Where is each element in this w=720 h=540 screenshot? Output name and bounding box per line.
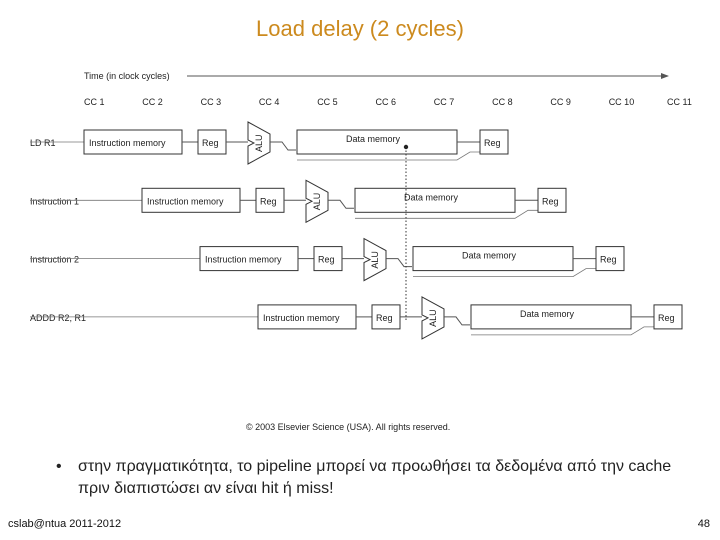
- data-memory-label: Data memory: [346, 134, 401, 144]
- alu-label: ALU: [370, 251, 380, 269]
- bypass-line: [297, 151, 480, 161]
- register-read-label: Reg: [318, 255, 335, 265]
- load-result-dot: [403, 144, 409, 150]
- register-write-label: Reg: [484, 138, 501, 148]
- time-axis-label: Time (in clock cycles): [84, 71, 170, 81]
- pipeline-row: LD R1 Instruction memory Reg ALU Data memory…: [30, 121, 509, 165]
- pipeline-row: Instruction 1 Instruction memory Reg ALU Dat…: [30, 179, 567, 224]
- alu-label: ALU: [254, 134, 264, 152]
- bypass-line: [355, 209, 538, 219]
- cc-label: CC 4: [259, 97, 280, 107]
- alu-label: ALU: [428, 309, 438, 327]
- instruction-memory-label: Instruction memory: [205, 255, 282, 265]
- connector-line: [386, 258, 412, 268]
- pipeline-row: ADDD R2, R1 Instruction memory Reg ALU Data …: [30, 296, 683, 340]
- row-label: LD R1: [30, 138, 56, 148]
- register-write-label: Reg: [600, 255, 617, 265]
- bullet-marker: •: [56, 458, 62, 475]
- alu-shape: [421, 296, 445, 340]
- page-number: 48: [697, 518, 710, 530]
- connector-line: [444, 316, 470, 326]
- cc-label: CC 10: [609, 97, 635, 107]
- alu-shape: [247, 121, 271, 165]
- row-label: Instruction 1: [30, 196, 79, 206]
- data-memory-label: Data memory: [462, 251, 517, 261]
- register-read-label: Reg: [202, 138, 219, 148]
- register-write-box: [537, 187, 567, 213]
- instruction-memory-label: Instruction memory: [147, 196, 224, 206]
- register-write-label: Reg: [542, 196, 559, 206]
- bullet-item: • στην πραγματικότητα, το pipeline μπορε…: [56, 456, 676, 500]
- cc-label: CC 2: [142, 97, 163, 107]
- bypass-line: [471, 326, 654, 336]
- cc-label: CC 9: [550, 97, 571, 107]
- data-memory-box: [412, 246, 574, 272]
- register-write-label: Reg: [658, 313, 675, 323]
- footer-credit: cslab@ntua 2011-2012: [8, 518, 122, 530]
- connector-line: [328, 199, 354, 209]
- cc-label: CC 7: [434, 97, 455, 107]
- bullet-text: στην πραγματικότητα, το pipeline μπορεί …: [78, 458, 672, 497]
- register-write-box: [479, 129, 509, 155]
- instruction-memory-label: Instruction memory: [89, 138, 166, 148]
- register-write-box: [595, 246, 625, 272]
- cc-label: CC 1: [84, 97, 105, 107]
- alu-shape: [363, 237, 387, 282]
- data-memory-box: [470, 304, 632, 330]
- instruction-memory-label: Instruction memory: [263, 313, 340, 323]
- alu-shape: [305, 179, 329, 224]
- row-label: Instruction 2: [30, 255, 79, 265]
- instruction-memory-box: [83, 129, 183, 155]
- pipeline-row: Instruction 2 Instruction memory Reg ALU Dat…: [30, 237, 625, 282]
- copyright-text: © 2003 Elsevier Science (USA). All right…: [246, 422, 450, 432]
- cc-label: CC 6: [376, 97, 397, 107]
- cc-label: CC 8: [492, 97, 513, 107]
- data-memory-label: Data memory: [520, 309, 575, 319]
- register-read-label: Reg: [260, 196, 277, 206]
- clock-cycle-labels: CC 1 CC 2 CC 3 CC 4 CC 5 CC 6 CC 7 CC 8 CC 9 CC 1…: [84, 97, 692, 107]
- instruction-memory-box: [199, 246, 299, 272]
- register-read-label: Reg: [376, 313, 393, 323]
- cc-label: CC 5: [317, 97, 338, 107]
- connector-line: [270, 141, 296, 151]
- bypass-line: [413, 268, 596, 278]
- alu-label: ALU: [312, 193, 322, 211]
- register-write-box: [653, 304, 683, 330]
- cc-label: CC 11: [667, 97, 692, 107]
- row-label: ADDD R2, R1: [30, 313, 86, 323]
- slide-title: Load delay (2 cycles): [256, 16, 464, 41]
- data-memory-label: Data memory: [404, 192, 459, 202]
- cc-label: CC 3: [201, 97, 222, 107]
